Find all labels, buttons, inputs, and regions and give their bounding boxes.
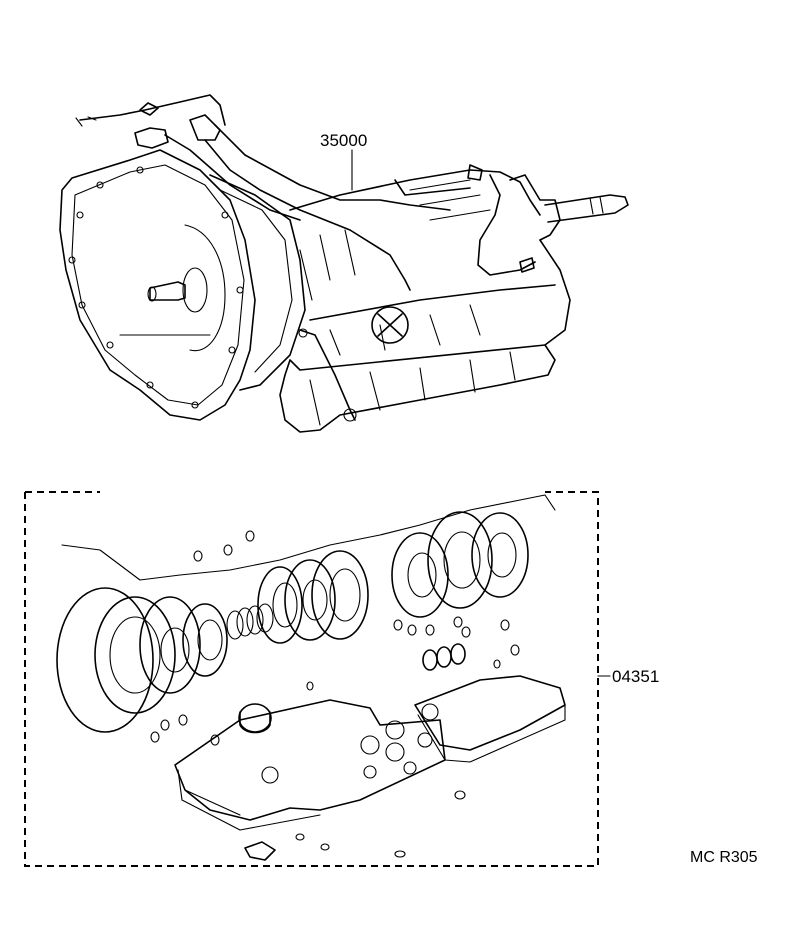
diagram-reference-code: MC R305 [690, 849, 758, 866]
transmission-assembly-part-number: 35000 [320, 131, 367, 150]
gasket-kit-components-illustration [56, 511, 566, 861]
transmission-assembly-illustration [59, 94, 629, 433]
gasket-kit-frame [24, 491, 599, 867]
gasket-kit-part-number: 04351 [612, 667, 659, 686]
